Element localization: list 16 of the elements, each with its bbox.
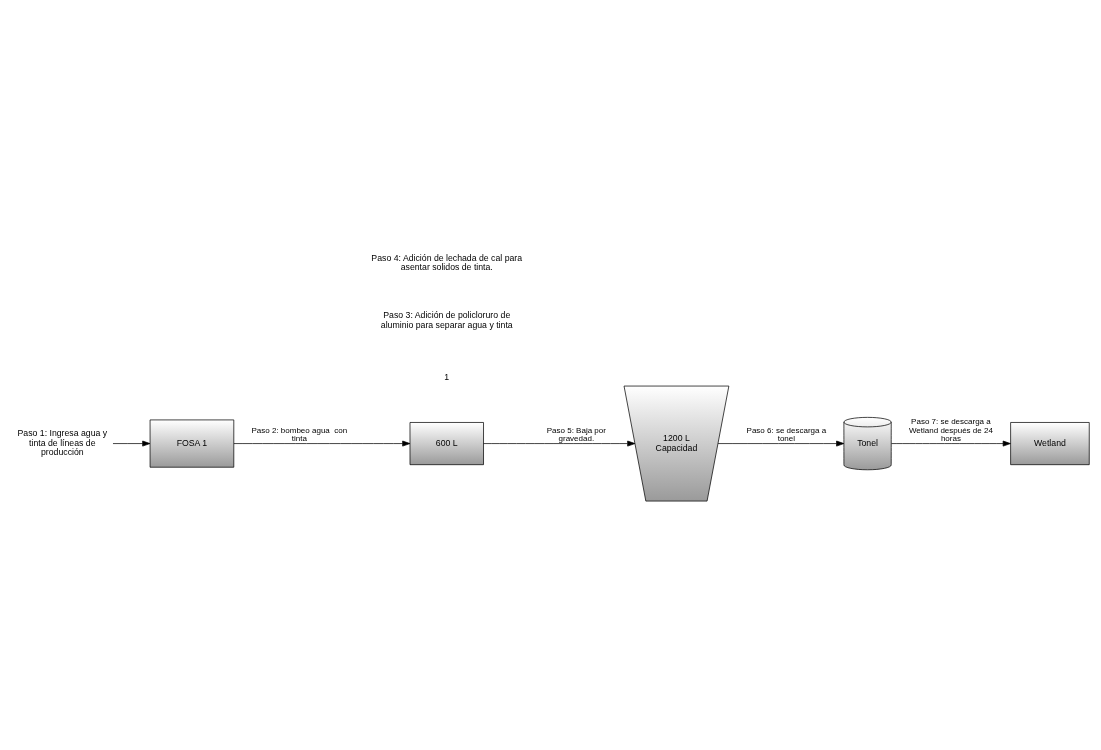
node-text: Paso 1: Ingresa agua y tinta de líneas de producción (17, 427, 108, 457)
node-box: FOSA 1 (149, 419, 235, 468)
label: 1 (444, 371, 450, 382)
node-box: Wetland (1010, 421, 1090, 465)
edge-label: Paso 5: Baja por gravedad. (546, 425, 606, 443)
edge-label: Paso 6: se descarga a tonel (746, 425, 827, 443)
node-box: 600 L (409, 421, 484, 465)
arrow (112, 440, 151, 446)
label: Paso 3: Adición de policloruro de aluminio para separar agua y tinta (380, 309, 513, 330)
arrow (483, 440, 636, 446)
arrow (717, 440, 845, 446)
arrow (891, 440, 1011, 446)
arrow (233, 440, 411, 446)
edge-label: Paso 2: bombeo agua con tinta (251, 425, 348, 443)
edge-label: Paso 7: se descarga a Wetland después de 24 horas (908, 416, 993, 443)
label: Paso 4: Adición de lechada de cal para asentar solidos de tinta. (371, 252, 523, 272)
